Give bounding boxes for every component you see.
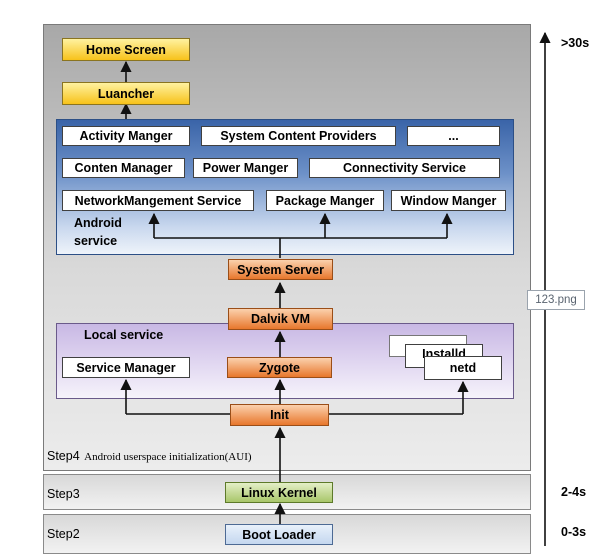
- dalvik-vm-box: Dalvik VM: [228, 308, 333, 330]
- system-content-providers-box: System Content Providers: [201, 126, 396, 146]
- init-box: Init: [230, 404, 329, 426]
- activity-manager-box: Activity Manger: [62, 126, 190, 146]
- step3-label: Step3: [47, 487, 80, 501]
- netd-box: netd: [424, 356, 502, 380]
- timeline-label-mid: 2-4s: [561, 485, 587, 499]
- android-service-label-line1: Android: [74, 216, 122, 230]
- content-manager-box: Conten Manager: [62, 158, 185, 178]
- package-manager-box: Package Manger: [266, 190, 384, 211]
- ellipsis-box: ...: [407, 126, 500, 146]
- network-management-service-box: NetworkMangement Service: [62, 190, 254, 211]
- step2-label: Step2: [47, 527, 80, 541]
- boot-loader-box: Boot Loader: [225, 524, 333, 545]
- connectivity-service-box: Connectivity Service: [309, 158, 500, 178]
- local-service-label: Local service: [84, 328, 164, 342]
- android-service-label-line2: service: [74, 234, 118, 248]
- step4-label-group: Step4 Android userspace initialization(A…: [47, 447, 252, 465]
- step4-description: Android userspace initialization(AUI): [84, 451, 252, 463]
- timeline-label-top: >30s: [561, 36, 590, 50]
- filename-tooltip: 123.png: [527, 290, 585, 310]
- linux-kernel-box: Linux Kernel: [225, 482, 333, 503]
- step4-label: Step4: [47, 449, 80, 463]
- launcher-box: Luancher: [62, 82, 190, 105]
- system-server-box: System Server: [228, 259, 333, 280]
- zygote-box: Zygote: [227, 357, 332, 378]
- timeline-label-bottom: 0-3s: [561, 525, 587, 539]
- service-manager-box: Service Manager: [62, 357, 190, 378]
- power-manager-box: Power Manger: [193, 158, 298, 178]
- home-screen-box: Home Screen: [62, 38, 190, 61]
- window-manager-box: Window Manger: [391, 190, 506, 211]
